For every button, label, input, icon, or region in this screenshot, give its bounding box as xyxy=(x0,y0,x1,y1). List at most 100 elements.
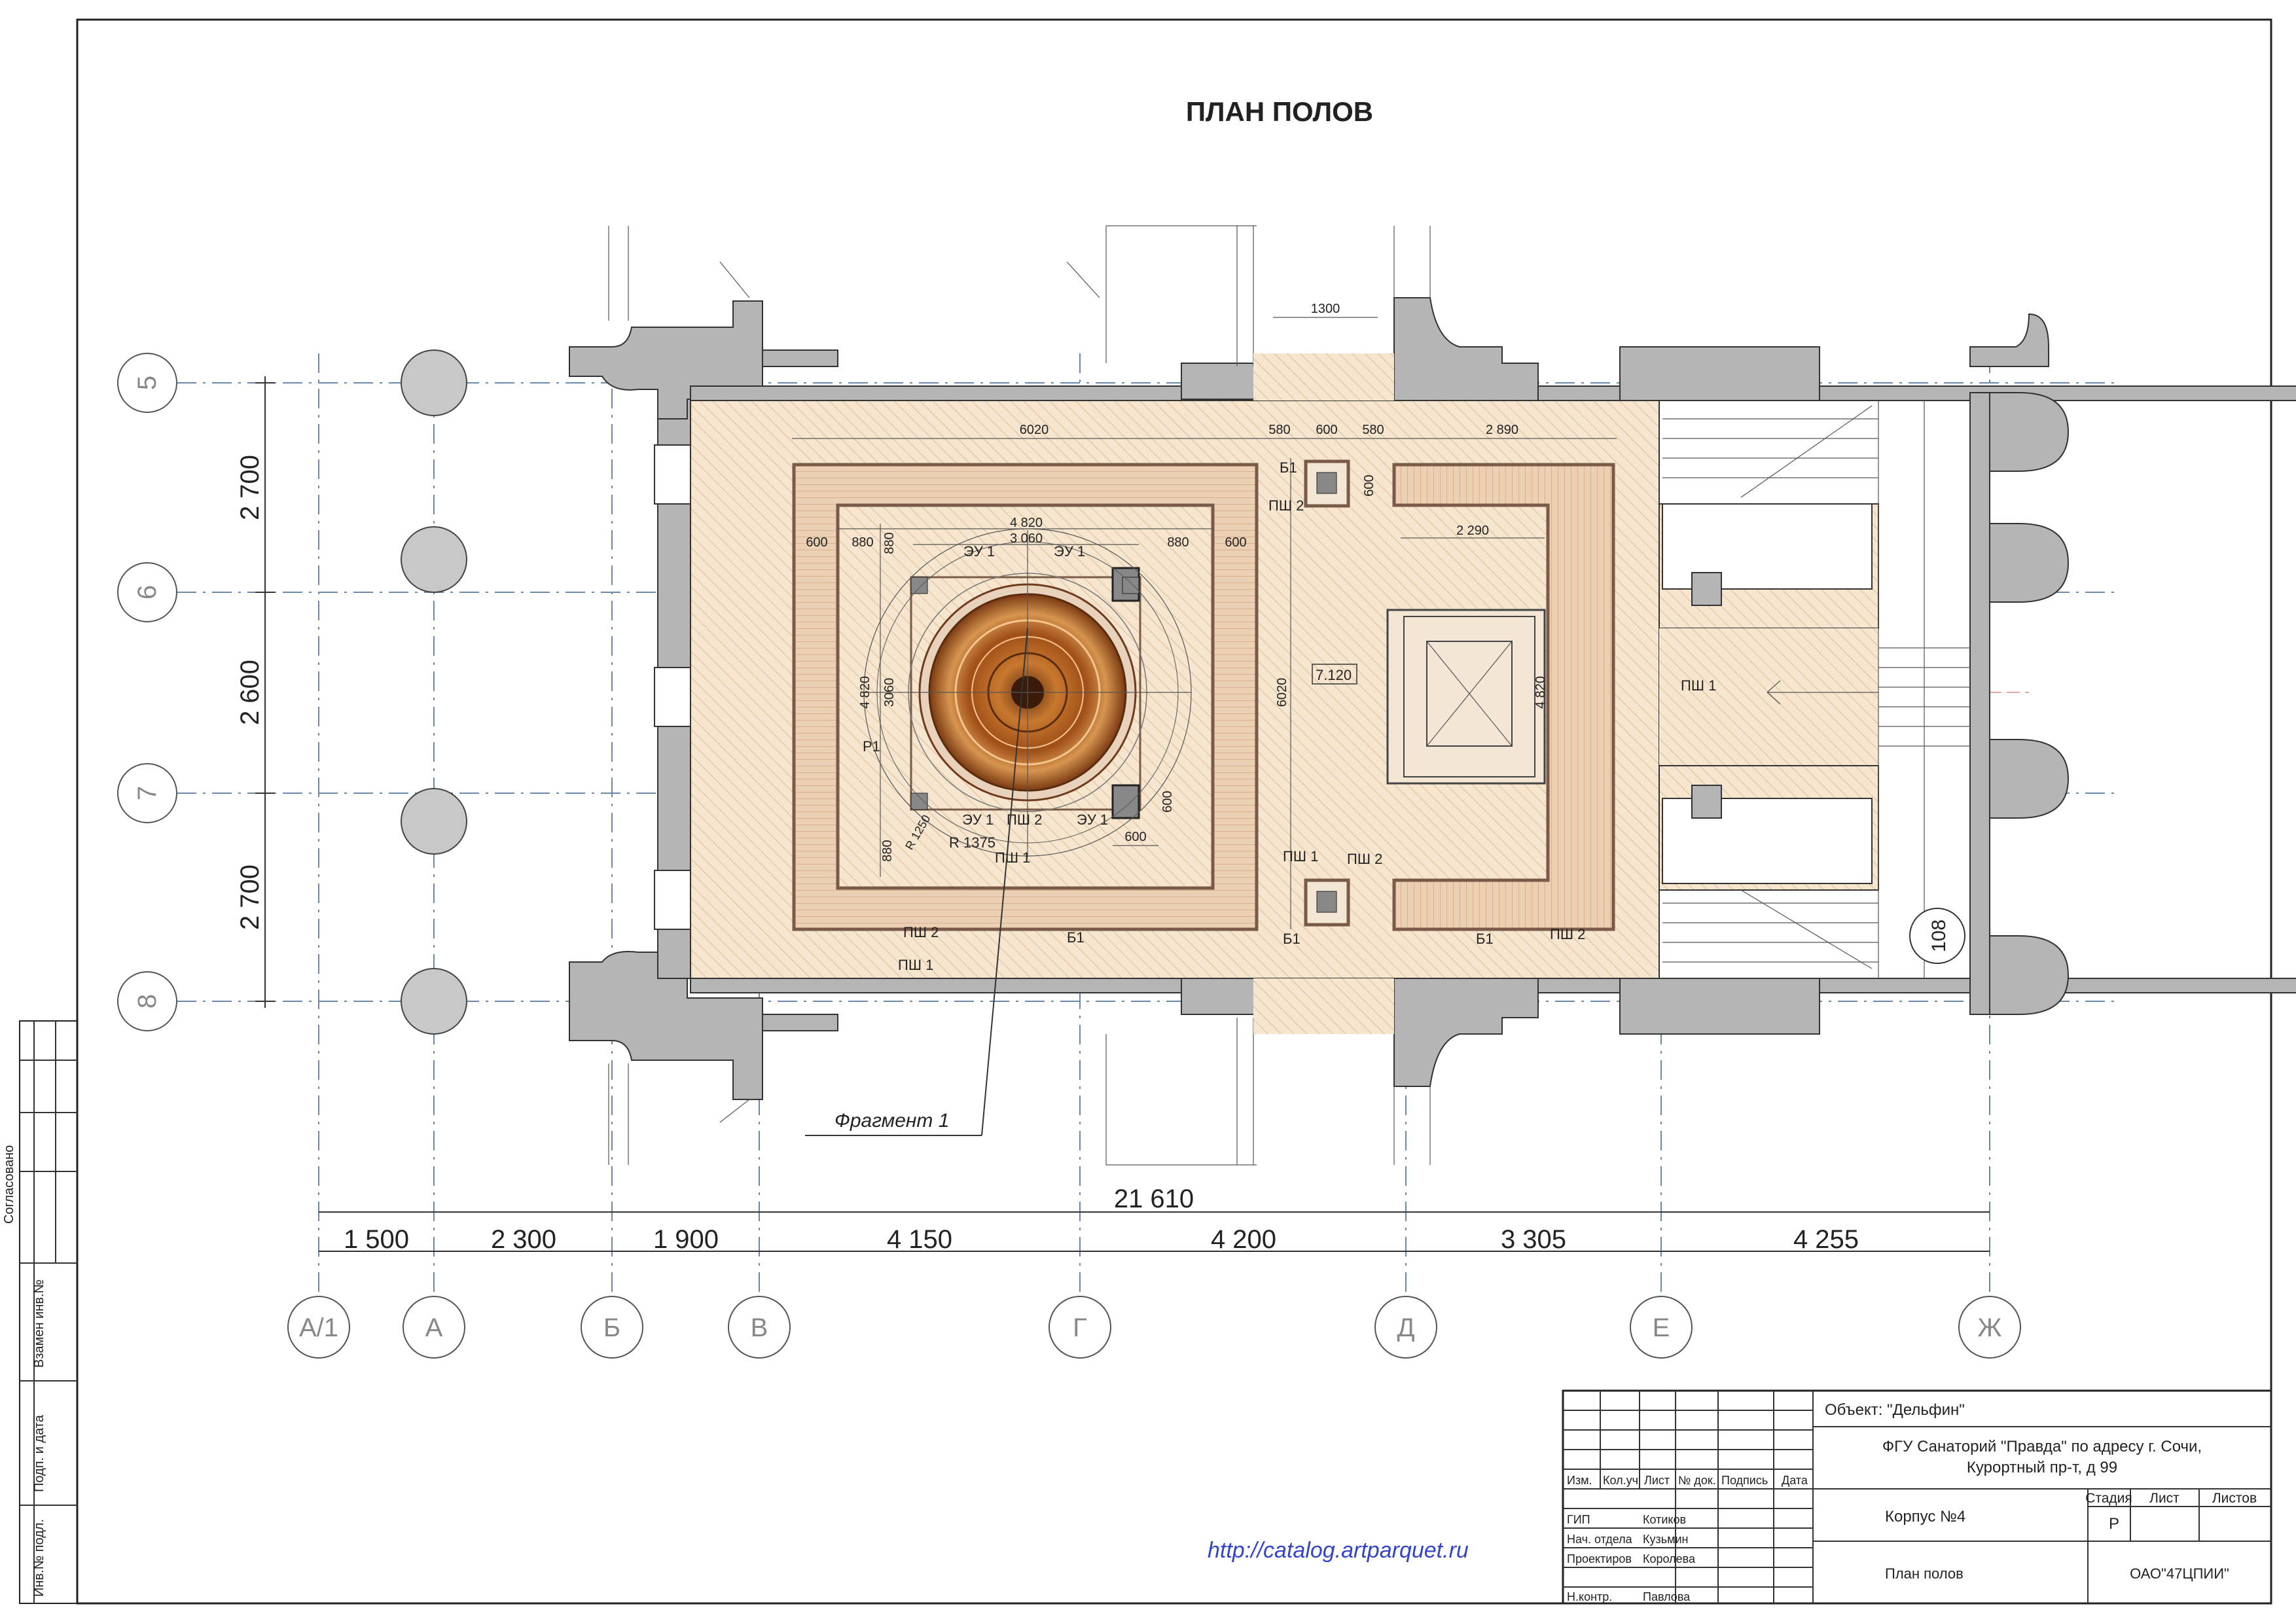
side-stamp-sign: Подп. и дата xyxy=(32,1414,46,1492)
svg-text:ПШ 1: ПШ 1 xyxy=(898,957,933,973)
svg-text:ПШ 1: ПШ 1 xyxy=(995,849,1030,866)
column-axis-bubbles: А/1 А Б В Г Д Е Ж xyxy=(287,1296,2021,1359)
svg-text:Проектиров: Проектиров xyxy=(1567,1552,1632,1565)
svg-text:ЭУ 1: ЭУ 1 xyxy=(963,543,995,560)
svg-text:Фрагмент 1: Фрагмент 1 xyxy=(834,1110,949,1132)
svg-text:600: 600 xyxy=(1316,423,1337,437)
svg-text:Н.контр.: Н.контр. xyxy=(1567,1590,1612,1603)
title-block: Изм. Кол.уч Лист № док. Подпись Дата ГИП… xyxy=(1562,1389,2272,1605)
svg-text:ПШ 2: ПШ 2 xyxy=(1268,497,1304,514)
svg-text:ПШ 2: ПШ 2 xyxy=(1550,926,1585,942)
svg-text:5: 5 xyxy=(133,376,162,390)
staircase: 108 xyxy=(1659,400,1971,979)
address-line-2: Курортный пр-т, д 99 xyxy=(1967,1459,2117,1476)
svg-text:№ док.: № док. xyxy=(1678,1474,1716,1487)
catalog-url-link[interactable]: http://catalog.artparquet.ru xyxy=(1208,1538,1469,1563)
svg-text:Р: Р xyxy=(2109,1515,2119,1533)
svg-text:R 1375: R 1375 xyxy=(949,834,996,851)
parquet-medallion xyxy=(863,528,1192,857)
address-line-1: ФГУ Санаторий "Правда" по адресу г. Сочи… xyxy=(1882,1438,2202,1455)
row-axis-bubbles: 5 6 7 8 xyxy=(117,353,177,1031)
svg-text:Кол.уч: Кол.уч xyxy=(1603,1474,1638,1487)
svg-text:4 820: 4 820 xyxy=(1534,676,1548,709)
side-stamp-inv: Инв.№ подл. xyxy=(32,1519,46,1597)
room-number-bubble xyxy=(1909,908,1965,964)
vestibule-top xyxy=(1253,353,1394,401)
object-name: Объект: "Дельфин" xyxy=(1825,1401,1965,1419)
svg-text:880: 880 xyxy=(882,532,897,554)
svg-text:Б1: Б1 xyxy=(1280,459,1297,476)
svg-text:ПШ 2: ПШ 2 xyxy=(1007,812,1042,828)
inner-dimensions: 1300 6020 580 600 580 2 890 600 4 820 3 … xyxy=(792,302,1617,929)
vestibule-bottom xyxy=(1253,978,1394,1034)
organization: ОАО"47ЦПИИ" xyxy=(2130,1565,2229,1582)
svg-text:Котиков: Котиков xyxy=(1643,1513,1686,1526)
svg-text:А/1: А/1 xyxy=(299,1313,338,1342)
corridor-lines xyxy=(608,225,1431,1166)
svg-text:600: 600 xyxy=(1225,535,1246,550)
svg-text:600: 600 xyxy=(806,535,827,550)
svg-text:6020: 6020 xyxy=(1275,678,1289,707)
page-title: ПЛАН ПОЛОВ xyxy=(1186,96,1373,127)
svg-text:600: 600 xyxy=(1160,791,1175,812)
svg-text:Б1: Б1 xyxy=(1283,931,1300,947)
svg-text:А: А xyxy=(425,1313,443,1342)
material-labels: ЭУ 1 ЭУ 1 ЭУ 1 ЭУ 1 ПШ 2 ПШ 1 Р1 R 1250 … xyxy=(863,459,1716,973)
svg-text:2 600: 2 600 xyxy=(236,660,264,725)
svg-text:880: 880 xyxy=(852,535,873,550)
svg-text:Б1: Б1 xyxy=(1476,931,1494,947)
svg-text:600: 600 xyxy=(1362,474,1376,496)
svg-text:4 820: 4 820 xyxy=(858,676,872,709)
svg-text:1 900: 1 900 xyxy=(653,1225,719,1254)
svg-text:ЭУ 1: ЭУ 1 xyxy=(1077,812,1108,828)
svg-text:Е: Е xyxy=(1653,1313,1670,1342)
svg-text:В: В xyxy=(751,1313,768,1342)
svg-text:580: 580 xyxy=(1362,423,1384,437)
drawing-name: План полов xyxy=(1885,1565,1964,1582)
svg-text:Изм.: Изм. xyxy=(1567,1474,1592,1487)
svg-text:Королева: Королева xyxy=(1643,1552,1696,1565)
svg-text:Листов: Листов xyxy=(2212,1491,2257,1506)
svg-text:Кузьмин: Кузьмин xyxy=(1643,1533,1689,1546)
svg-text:4 820: 4 820 xyxy=(1010,516,1043,530)
right-parquet-frame xyxy=(1304,459,1615,931)
bottom-dimensions: 21 610 1 500 2 300 1 900 4 150 4 200 3 3… xyxy=(319,1185,1990,1254)
svg-text:ГИП: ГИП xyxy=(1567,1513,1590,1526)
svg-text:580: 580 xyxy=(1268,423,1290,437)
left-dimensions: 2 700 2 600 2 700 xyxy=(236,376,275,1008)
svg-text:600: 600 xyxy=(1124,830,1146,844)
svg-text:1300: 1300 xyxy=(1311,302,1340,316)
svg-text:Нач. отдела: Нач. отдела xyxy=(1567,1533,1633,1546)
svg-text:2 300: 2 300 xyxy=(491,1225,556,1254)
svg-text:3 305: 3 305 xyxy=(1501,1225,1566,1254)
svg-text:Дата: Дата xyxy=(1782,1474,1808,1487)
svg-text:6020: 6020 xyxy=(1020,423,1049,437)
building-name: Корпус №4 xyxy=(1885,1508,1965,1525)
svg-text:ПШ 2: ПШ 2 xyxy=(903,924,939,940)
svg-text:7: 7 xyxy=(133,786,162,800)
side-stamp-frame xyxy=(19,1020,78,1604)
svg-text:ПШ 1: ПШ 1 xyxy=(1283,848,1318,865)
svg-text:2 890: 2 890 xyxy=(1486,423,1518,437)
svg-text:4 200: 4 200 xyxy=(1211,1225,1276,1254)
svg-text:ПШ 1: ПШ 1 xyxy=(1681,677,1716,694)
svg-text:3 060: 3 060 xyxy=(1010,531,1043,546)
svg-text:3060: 3060 xyxy=(882,678,897,707)
side-stamp-replace: Взамен инв.№ xyxy=(32,1279,46,1368)
svg-text:Д: Д xyxy=(1397,1313,1414,1342)
fragment-callout: Фрагмент 1 xyxy=(805,628,1028,1136)
room-number: 108 xyxy=(1928,919,1950,952)
svg-text:Б1: Б1 xyxy=(1067,929,1085,946)
outer-frame xyxy=(76,18,2272,1605)
side-stamp-agreed: Согласовано xyxy=(2,1145,16,1224)
svg-text:Ж: Ж xyxy=(1978,1313,2002,1342)
svg-text:Лист: Лист xyxy=(1644,1474,1670,1487)
svg-text:ЭУ 1: ЭУ 1 xyxy=(962,812,994,828)
svg-text:Подпись: Подпись xyxy=(1721,1474,1768,1487)
svg-text:4 255: 4 255 xyxy=(1793,1225,1859,1254)
svg-text:Г: Г xyxy=(1073,1313,1087,1342)
svg-text:2 700: 2 700 xyxy=(236,865,264,930)
svg-text:Б: Б xyxy=(603,1313,620,1342)
svg-text:2 700: 2 700 xyxy=(236,455,264,520)
